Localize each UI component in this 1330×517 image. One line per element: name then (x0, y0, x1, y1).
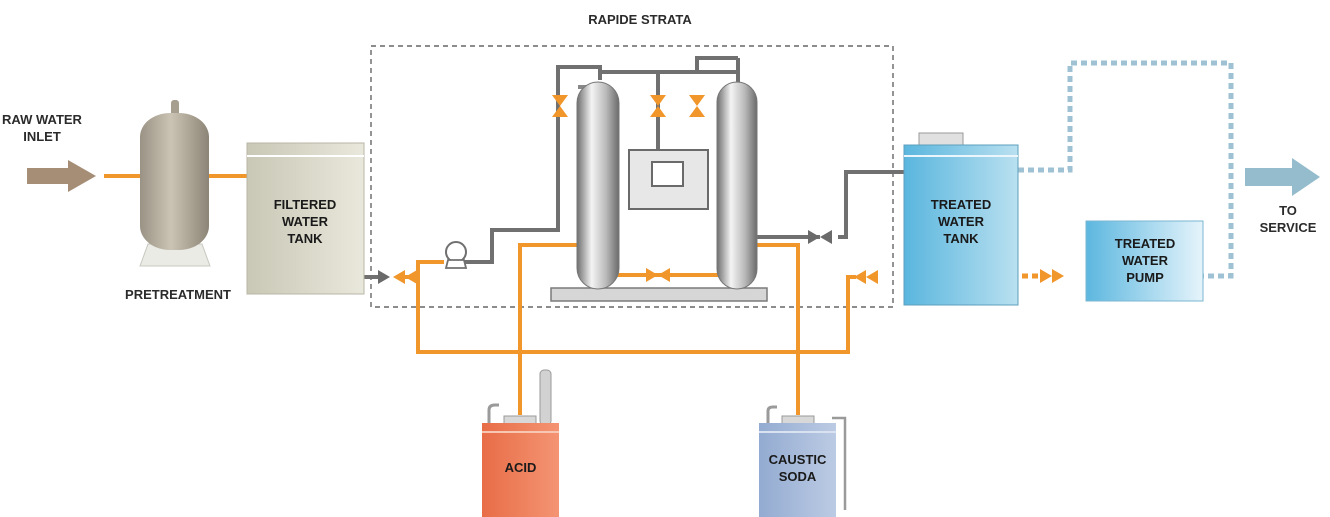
treated-pump-line1: TREATED (1114, 236, 1176, 251)
grey-valve-icons (378, 230, 832, 284)
raw-water-inlet-label: RAW WATER INLET (0, 111, 84, 145)
treated-water-pump (1085, 220, 1204, 302)
pretreatment-label: PRETREATMENT (125, 287, 231, 302)
caustic-soda-tank (759, 405, 847, 517)
to-service-arrow (1245, 158, 1320, 196)
transfer-pump-icon (444, 241, 468, 269)
pretreatment-vessel (139, 100, 211, 267)
filtered-tank-line2: WATER (282, 214, 328, 229)
acid-tank (482, 369, 559, 517)
treated-tank-line2: WATER (938, 214, 984, 229)
filtered-tank-line3: TANK (287, 231, 323, 246)
caustic-soda-label: CAUSTIC SODA (759, 451, 836, 485)
system-title: RAPIDE STRATA (588, 12, 692, 27)
treated-water-tank-label: TREATED WATER TANK (906, 196, 1016, 247)
service-lines (1018, 60, 1234, 279)
rapide-strata-boundary (370, 45, 894, 308)
to-service-line2: SERVICE (1259, 220, 1317, 235)
filtered-water-tank-label: FILTERED WATER TANK (250, 196, 360, 247)
to-service-line1: TO (1279, 203, 1297, 218)
treated-water-pump-label: TREATED WATER PUMP (1090, 235, 1200, 286)
treated-tank-line3: TANK (943, 231, 979, 246)
control-panel (628, 149, 709, 210)
raw-water-inlet-arrow (27, 160, 96, 192)
caustic-line1: CAUSTIC (768, 452, 827, 467)
treated-pump-line3: PUMP (1126, 270, 1164, 285)
treated-tank-line1: TREATED (930, 197, 992, 212)
filtered-tank-line1: FILTERED (273, 197, 337, 212)
to-service-label: TO SERVICE (1246, 202, 1330, 236)
caustic-line2: SODA (778, 469, 817, 484)
treated-water-tank (903, 132, 1019, 306)
raw-water-inlet-line2: INLET (23, 129, 61, 144)
valve-icons (393, 95, 1064, 284)
exchange-skid (550, 81, 768, 302)
treated-pump-line2: WATER (1122, 253, 1168, 268)
acid-label: ACID (504, 460, 537, 475)
filtered-water-tank (246, 142, 365, 295)
raw-water-inlet-line1: RAW WATER (2, 112, 82, 127)
